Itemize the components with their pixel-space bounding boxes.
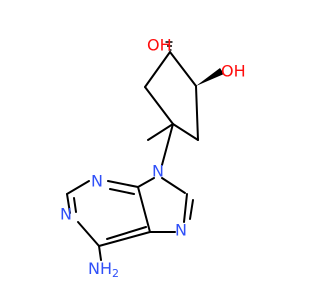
bond-c5-c4 [137,186,151,233]
bond-c5-c1 [144,51,171,88]
amino-nh: NH [88,259,112,278]
bond-c2-n1 [66,193,71,214]
bond-c4-n9-fix [161,123,174,166]
bond-n1-c6 [77,221,100,247]
ring-nitrogen-n7: N [175,221,187,240]
hydroxyl-label-2: OH [221,62,246,81]
hydroxyl-label-1: OH [147,36,172,55]
bond-c2-n1-double [73,197,77,213]
bond-c2-c3 [195,85,199,141]
amino-group-label: NH2 [88,259,119,280]
bond-c4-c5 [144,86,174,125]
bond-c3-c4 [172,123,199,141]
bond-c6-c5-double [106,226,147,240]
bond-c6-amino [98,245,102,261]
hashed-bond-c1-o1 [165,41,173,51]
hydroxyl-bonds [165,41,224,86]
bond-c4-n9 [147,123,174,141]
ring-nitrogen-n9: N [152,162,164,181]
wedge-bond-c2-o2 [196,68,224,86]
bond-c8-n7-double [189,199,194,220]
bond-c8-n7 [183,193,188,223]
bond-n9-c8 [161,177,186,194]
ring-nitrogen-n3: N [91,172,103,191]
imidazole-ring [137,177,194,233]
pyrimidine-ring [66,180,151,247]
bond-c6-c5 [98,231,151,247]
ring-nitrogen-n1: N [60,205,72,224]
amino-subscript: 2 [112,267,119,280]
bond-n3-c2 [66,180,90,195]
atom-labels: OH OH N N N N NH2 [60,36,246,280]
bond-c1-c2 [169,51,197,87]
bond-c4-n3-double [109,188,135,195]
bond-c4-n3 [107,180,139,188]
bond-c4-n9 [137,177,155,188]
cyclopentane-ring [144,51,199,141]
molecule-structure-diagram: OH OH N N N N NH2 [60,36,246,280]
